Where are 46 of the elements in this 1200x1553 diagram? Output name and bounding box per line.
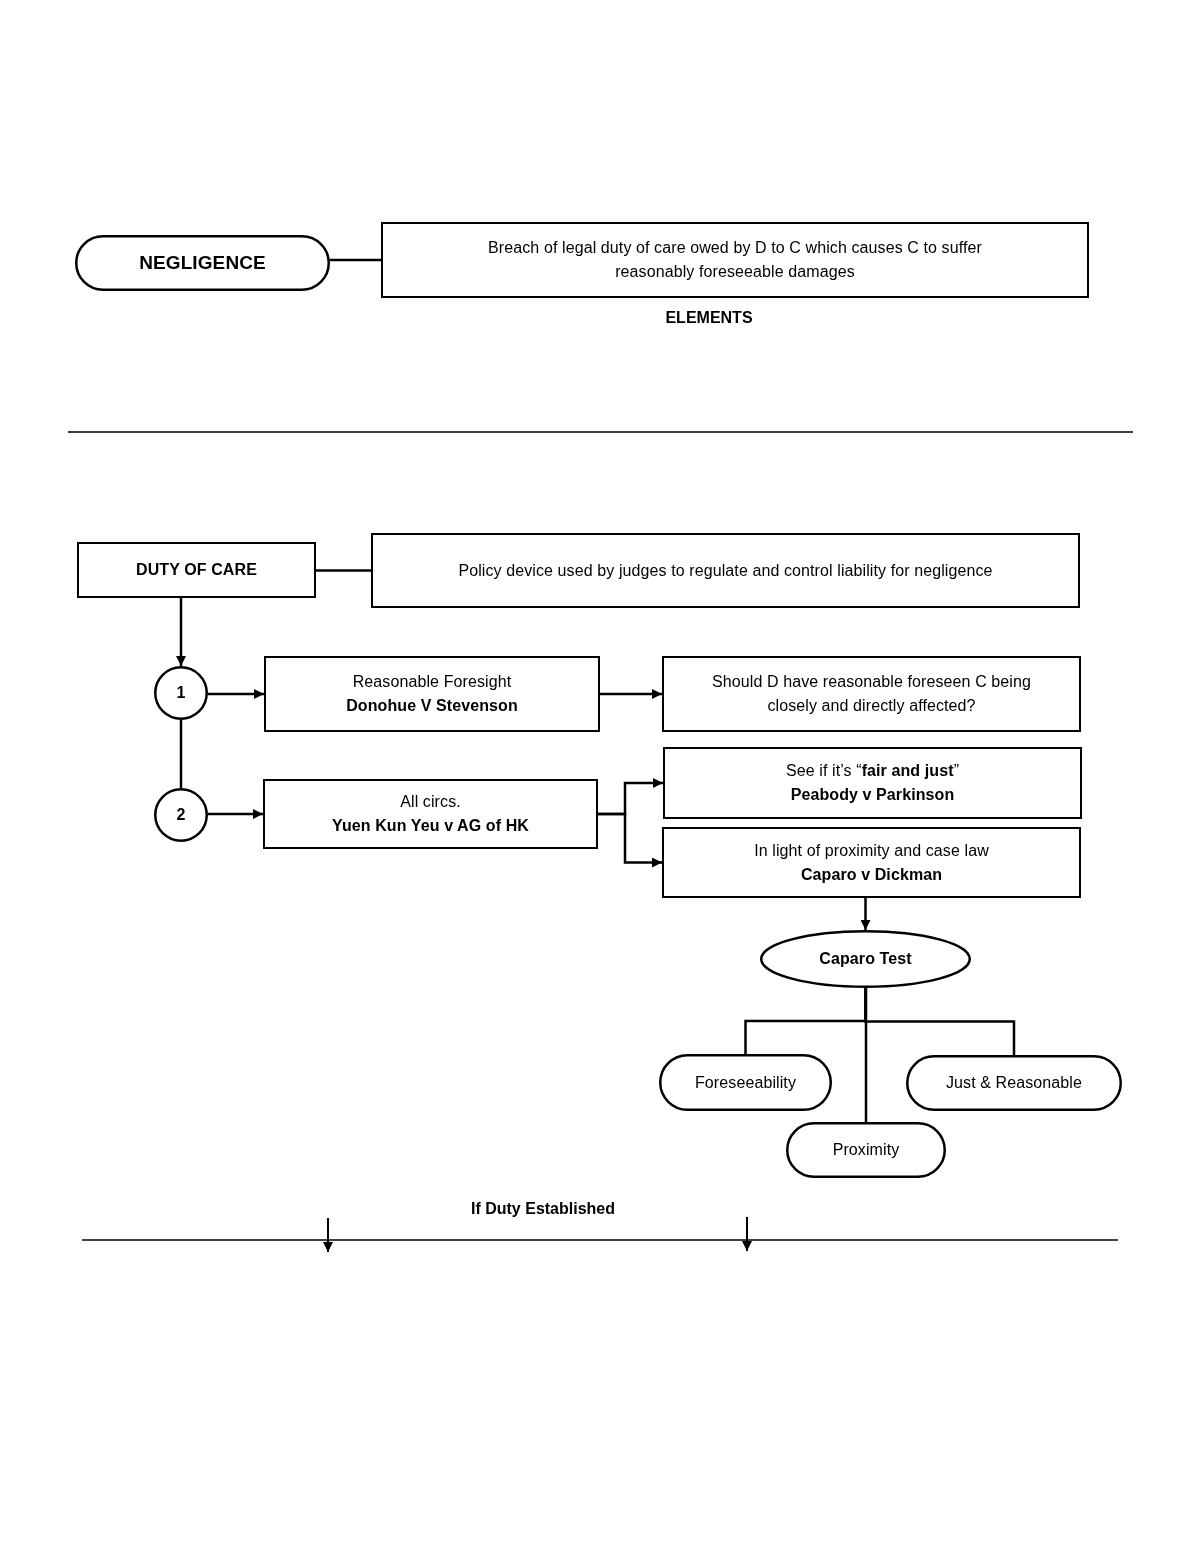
node-text: NEGLIGENCE — [139, 250, 266, 275]
node-heading: Reasonable Foresight — [352, 672, 512, 692]
node-text: Just & Reasonable — [946, 1073, 1082, 1093]
arrow — [208, 689, 264, 699]
arrow — [860, 898, 871, 930]
step-circle — [154, 788, 208, 842]
arrow — [208, 809, 263, 819]
process-box — [662, 827, 1081, 898]
rounded-node — [659, 1054, 832, 1111]
node-heading: See if it’s “fair and just” — [785, 761, 960, 781]
step-number: 2 — [176, 805, 186, 825]
node-text: Proximity — [832, 1140, 900, 1160]
node-text: Breach of legal duty of care owed by D to C which causes C to suffer reasonably foreseeable damages — [487, 238, 983, 282]
case-name: Donohue V Stevenson — [346, 696, 518, 716]
node-text: DUTY OF CARE — [136, 560, 257, 580]
arrow — [600, 689, 662, 699]
step-circle — [154, 666, 208, 720]
rounded-node — [906, 1055, 1122, 1111]
process-box — [663, 747, 1082, 819]
connector-line — [179, 720, 183, 788]
rounded-node — [786, 1122, 946, 1178]
question-box — [662, 656, 1081, 732]
process-box — [263, 779, 598, 849]
process-box — [264, 656, 600, 732]
arrow — [598, 812, 662, 868]
section-label: If Duty Established — [470, 1200, 616, 1218]
node-text: Foreseeability — [695, 1072, 796, 1093]
node-text: Caparo Test — [819, 949, 912, 969]
node-text: Should D have reasonable foreseen C being closely and directly affected? — [711, 672, 1032, 716]
process-box — [77, 542, 316, 598]
case-name: Yuen Kun Yeu v AG of HK — [332, 816, 529, 836]
node-heading: All circs. — [400, 792, 461, 812]
arrow — [176, 598, 186, 666]
connector-line — [864, 988, 1016, 1055]
case-name: Peabody v Parkinson — [790, 785, 955, 805]
connector-line — [316, 569, 371, 572]
definition-box — [371, 533, 1080, 608]
section-label: ELEMENTS — [664, 309, 754, 327]
step-number: 1 — [176, 683, 186, 703]
case-name: Caparo v Dickman — [800, 864, 943, 885]
connector-line — [329, 258, 381, 262]
node-heading: In light of proximity and case law — [754, 840, 989, 861]
definition-box — [381, 222, 1089, 298]
node-text: Policy device used by judges to regulate and control liability for negligence — [458, 560, 993, 581]
connector-line — [864, 988, 868, 1122]
ellipse-node — [760, 930, 971, 988]
